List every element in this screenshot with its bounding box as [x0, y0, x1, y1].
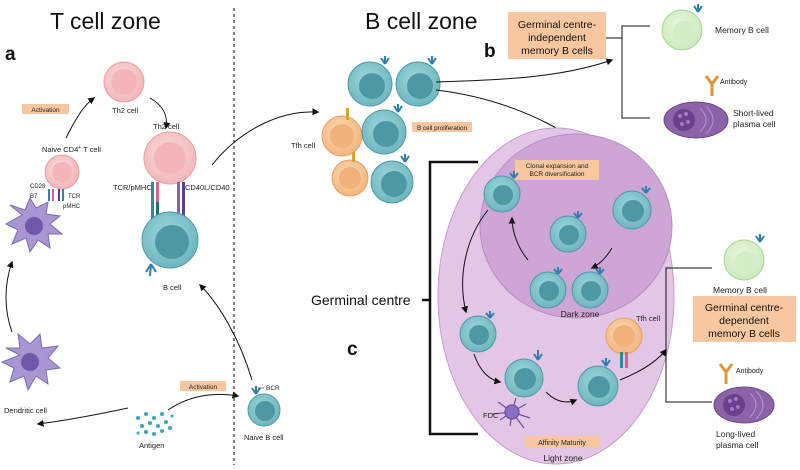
lz-b-cell-2	[504, 350, 544, 398]
tfh-cell-left-1	[321, 108, 363, 157]
activation-label-top: Activation	[31, 107, 60, 114]
panel-label-b: b	[484, 41, 496, 62]
dendritic-label: Dendritic cell	[4, 406, 47, 415]
proliferating-b-cell-2	[395, 56, 441, 107]
dz-b-cell-4	[529, 267, 567, 309]
tfh-label-right: Tfh cell	[636, 314, 661, 323]
b-proliferation-box	[412, 122, 472, 132]
gc-dependent-box	[693, 296, 796, 342]
th2-label-mid: Th2 cell	[153, 122, 180, 131]
arrow-cluster-to-memory	[435, 58, 614, 83]
naive-b-cell	[247, 386, 281, 427]
antibody-label-bottom: Antibody	[736, 368, 764, 375]
dz-b-cell-5	[571, 267, 609, 309]
antibody-label-top: Antibody	[720, 79, 748, 86]
activation-box-top	[22, 104, 69, 114]
activation-box-bottom	[180, 381, 226, 391]
lz-b-cell-1	[459, 311, 497, 353]
arrow-lz-1	[473, 353, 502, 385]
dz-b-cell-1	[483, 171, 521, 213]
arrow-th2-top-to-mid	[149, 97, 171, 130]
fdc-label: FDC	[483, 411, 499, 420]
th2-cell-mid	[143, 131, 197, 185]
arrow-dc-up	[5, 260, 14, 333]
dark-zone-label: Dark zone	[561, 309, 600, 319]
branch-gc-independent	[606, 25, 650, 119]
branch-gc-dependent	[665, 267, 712, 403]
memory-b-cell-bottom	[723, 234, 765, 281]
arrow-naive-b-to-b-cell	[199, 284, 253, 381]
antigen-label: Antigen	[139, 441, 164, 450]
long-lived-plasma-cell	[713, 386, 775, 424]
b-cell-zone-title: B cell zone	[365, 8, 478, 34]
tfh-label-left: Tfh cell	[291, 141, 316, 150]
dz-b-cell-3	[549, 211, 587, 253]
light-zone-label: Light zone	[543, 453, 582, 463]
cd40-receptor	[177, 182, 185, 222]
arrow-dz-to-lz	[461, 209, 489, 314]
gc-independent-box	[508, 12, 606, 59]
arrow-antigen-to-dc	[36, 407, 129, 427]
pmhc-label: pMHC	[63, 204, 81, 210]
arrow-lz-2	[545, 391, 578, 406]
naive-cd4-t-cell	[44, 154, 80, 190]
naive-cd4-label: Naive CD4+ T cell	[42, 145, 101, 154]
activation-label-bottom: Activation	[189, 384, 218, 391]
memory-label-bottom: Memory B cell	[713, 285, 767, 295]
panel-label-a: a	[5, 44, 16, 65]
arrow-lz-to-exit	[619, 348, 667, 381]
memory-label-top: Memory B cell	[715, 25, 769, 35]
antibody-icon-top	[704, 75, 720, 96]
cd28-label: CD28	[30, 184, 46, 190]
t-cell-zone-title: T cell zone	[50, 8, 161, 34]
bcr-label: BCR	[266, 385, 280, 392]
naive-b-label: Naive B cell	[244, 433, 284, 442]
dendritic-cell-bottom	[0, 332, 62, 392]
fdc-cell	[491, 397, 531, 429]
arrow-dz-2	[508, 216, 529, 261]
arrow-dz-1	[590, 247, 613, 269]
germinal-centre-bracket	[422, 160, 478, 436]
proliferating-b-cell-3	[361, 104, 407, 155]
cd40-label: CD40L/CD40	[185, 183, 230, 192]
proliferating-b-cell-4	[370, 154, 414, 204]
b-cell-label: B cell	[163, 283, 182, 292]
panel-label-c: c	[347, 339, 358, 360]
short-lived-plasma-cell	[663, 101, 729, 139]
arrow-to-th2-top	[65, 97, 96, 139]
arrow-to-b-zone	[211, 108, 320, 166]
th2-label-top: Th2 cell	[112, 106, 139, 115]
antigen-particles	[136, 412, 174, 436]
affinity-maturity-label: Affinity Maturity	[538, 440, 586, 447]
tfh-cell-left-2	[331, 152, 369, 197]
b-proliferation-label: B cell proliferation	[417, 125, 468, 132]
germinal-centre-label: Germinal centre	[311, 292, 411, 308]
dz-b-cell-2	[612, 186, 652, 230]
b-cell-tzone	[141, 211, 199, 277]
tfh-cell-right	[605, 317, 643, 368]
antibody-icon-bottom	[718, 363, 734, 384]
lz-b-cell-3	[577, 358, 619, 407]
dendritic-cell-activated	[4, 196, 64, 254]
b7-label: B7	[30, 194, 38, 200]
tcr-small-label: TCR	[68, 194, 81, 200]
tcr-pmhc-label: TCR/pMHC	[113, 183, 152, 192]
clonal-expansion-box	[515, 160, 599, 180]
memory-b-cell-top	[661, 4, 703, 51]
proliferating-b-cell-1	[347, 56, 393, 107]
naive-tcr-receptors	[48, 189, 64, 201]
th2-cell-top	[103, 61, 145, 103]
tcr-pmhc-receptor	[151, 182, 159, 220]
arrow-antigen-to-naive-b	[167, 391, 240, 411]
affinity-maturity-box	[525, 436, 600, 448]
